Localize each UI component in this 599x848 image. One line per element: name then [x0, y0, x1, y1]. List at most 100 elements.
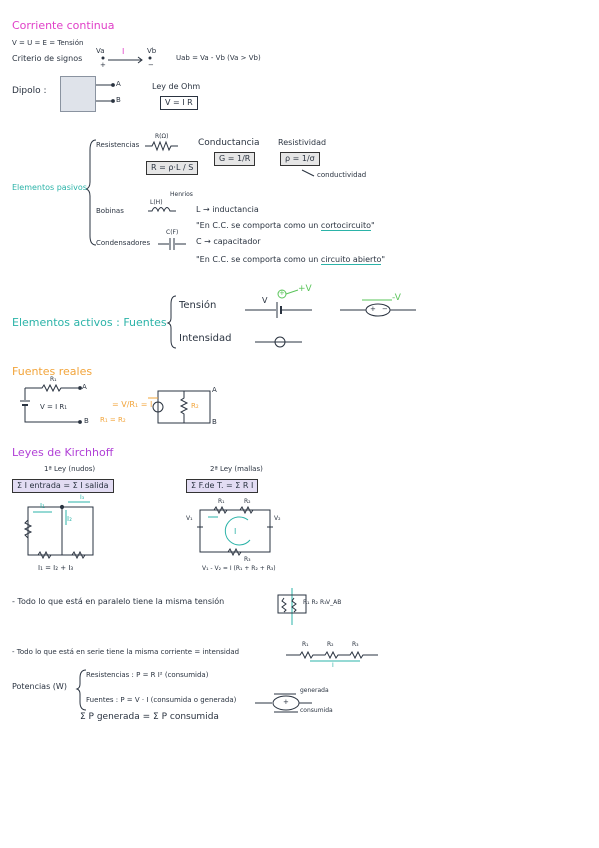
vsource-plus-v: +V [298, 284, 312, 294]
k1-resistor-left [23, 519, 33, 539]
k2-loop-current-label: I [234, 527, 237, 536]
vsource2-minus-v: -V [392, 293, 401, 303]
inductor-cc-note: "En C.C. se comporta como un cortocircui… [196, 221, 375, 231]
k2-r3-label: R₃ [244, 556, 251, 563]
pasivos-brace [85, 139, 97, 246]
section-title-kirchhoff: Leyes de Kirchhoff [12, 446, 114, 459]
conductance-formula: G = 1/R [214, 152, 256, 166]
ohm-law-formula: V = I R [160, 96, 198, 110]
intensidad-label: Intensidad [179, 333, 232, 344]
vsource-green-arrow [285, 289, 299, 295]
section-title-fuentes-reales: Fuentes reales [12, 365, 93, 378]
power-fuentes: Fuentes : P = V · I (consumida o generad… [86, 696, 237, 704]
vb-label: Vb [147, 47, 157, 55]
k2-v2-label: V₂ [274, 515, 281, 522]
series-current-label: I [332, 662, 334, 669]
potencias-brace [75, 669, 87, 711]
dipolo-box [60, 76, 96, 112]
va-plus: + [100, 61, 106, 69]
par-rails [277, 594, 307, 614]
k1-i1-label: I₁ [40, 502, 45, 510]
henrios-label: Henrios [170, 191, 193, 198]
k1-current-sum: I₁ = I₂ + I₃ [38, 564, 74, 572]
real-left-resistor [25, 383, 78, 393]
section-title-corriente-continua: Corriente continua [12, 19, 115, 32]
real-right-resistor [179, 391, 189, 423]
parallel-note: - Todo lo que está en paralelo tiene la … [12, 597, 225, 606]
inductance-desc: L → inductancia [196, 205, 259, 214]
condensadores-label: Condensadores [96, 239, 151, 247]
series-r2-label: R₂ [327, 641, 334, 648]
vsource2-minus: − [382, 305, 388, 313]
inductor-cc-keyword: cortocircuito [320, 221, 371, 231]
dipolo-terminal-b-label: B [116, 96, 121, 104]
power-balance: Σ P generada = Σ P consumida [80, 712, 219, 722]
dipolo-terminal-a [111, 83, 115, 87]
conductividad-arrow [301, 169, 315, 177]
par-r2 [291, 597, 297, 613]
power-source-plus: + [283, 698, 289, 706]
real-r-equality: R₁ = R₂ [100, 416, 126, 424]
resistance-formula: R = ρ·L / S [146, 161, 199, 175]
dipolo-terminal-a-label: A [116, 80, 121, 88]
k2-voltage-sum: V₁ - V₂ = I (R₁ + R₂ + R₃) [202, 565, 276, 572]
vsource-v-label: V [262, 296, 268, 305]
conductancia-label: Conductancia [198, 138, 260, 148]
activos-brace [166, 295, 177, 349]
capacitor-cc-prefix: "En C.C. se comporta como un [196, 255, 321, 264]
real-r1-label: R₁ [50, 376, 57, 383]
k1-resistor-bottom-left [37, 550, 52, 560]
parallel-v-label: V_AB [326, 599, 342, 606]
series-note: - Todo lo que está en serie tiene la mis… [12, 648, 240, 656]
kirchhoff-first-law-formula: Σ I entrada = Σ I salida [12, 479, 114, 493]
parallel-r-labels: R₁ R₂ R₃ [303, 599, 327, 606]
resistividad-label: Resistividad [278, 138, 327, 147]
real-left-terminal-a [78, 386, 82, 390]
tension-label: Tensión [179, 300, 217, 311]
vsource2-plus: + [370, 305, 376, 313]
real-equivalence: = V/R₁ = I [112, 400, 153, 409]
section-title-potencias: Potencias (W) [12, 682, 67, 691]
k2-v1-label: V₁ [186, 515, 193, 522]
k1-i3-label: I₃ [80, 494, 85, 501]
real-r2-label: R₂ [191, 402, 199, 410]
vsource-plus: + [279, 289, 285, 297]
dipolo-label: Dipolo : [12, 86, 47, 96]
par-r1 [281, 597, 287, 613]
uab-formula: Uab = Va - Vb (Va > Vb) [176, 54, 261, 62]
series-r3-label: R₃ [352, 641, 359, 648]
serie-resistors [286, 650, 378, 660]
node-a-dot [101, 56, 105, 60]
capacitance-desc: C → capacitador [196, 237, 261, 246]
resistance-unit: R(Ω) [155, 133, 169, 140]
k2-r1-label: R₁ [218, 498, 225, 505]
power-generada-label: generada [300, 687, 329, 694]
ohm-law-title: Ley de Ohm [152, 82, 201, 91]
section-title-elementos-pasivos: Elementos pasivos [12, 183, 87, 192]
current-arrow-head [137, 56, 143, 64]
power-resistencias: Resistencias : P = R I² (consumida) [86, 671, 209, 679]
real-right-b: B [212, 418, 217, 426]
inductor-cc-suffix: " [371, 221, 375, 230]
capacitor-cc-suffix: " [381, 255, 386, 264]
conductividad-label: conductividad [317, 171, 367, 179]
dipolo-terminal-b [111, 99, 115, 103]
inductance-unit: L(H) [150, 199, 163, 206]
k2-resistor-r2 [239, 505, 254, 515]
k1-loop [27, 506, 94, 556]
real-v-formula: V = I R₁ [40, 403, 68, 411]
power-consumida-label: consumida [300, 707, 333, 714]
resistencias-label: Resistencias [96, 141, 140, 149]
k1-node [59, 504, 65, 510]
kirchhoff-second-law-formula: Σ F.de T. = Σ R I [186, 479, 259, 493]
real-left-terminal-b [78, 420, 82, 424]
k2-loop-arrow [224, 516, 251, 546]
capacitor-cc-note: "En C.C. se comporta como un circuito ab… [196, 255, 386, 265]
real-left-bottom-wire [24, 406, 80, 423]
real-left-b: B [84, 417, 89, 425]
inductor-symbol [148, 207, 176, 213]
section-title-elementos-activos: Elementos activos : Fuentes [12, 316, 167, 329]
kirchhoff-second-law-title: 2ª Ley (mallas) [210, 465, 263, 473]
